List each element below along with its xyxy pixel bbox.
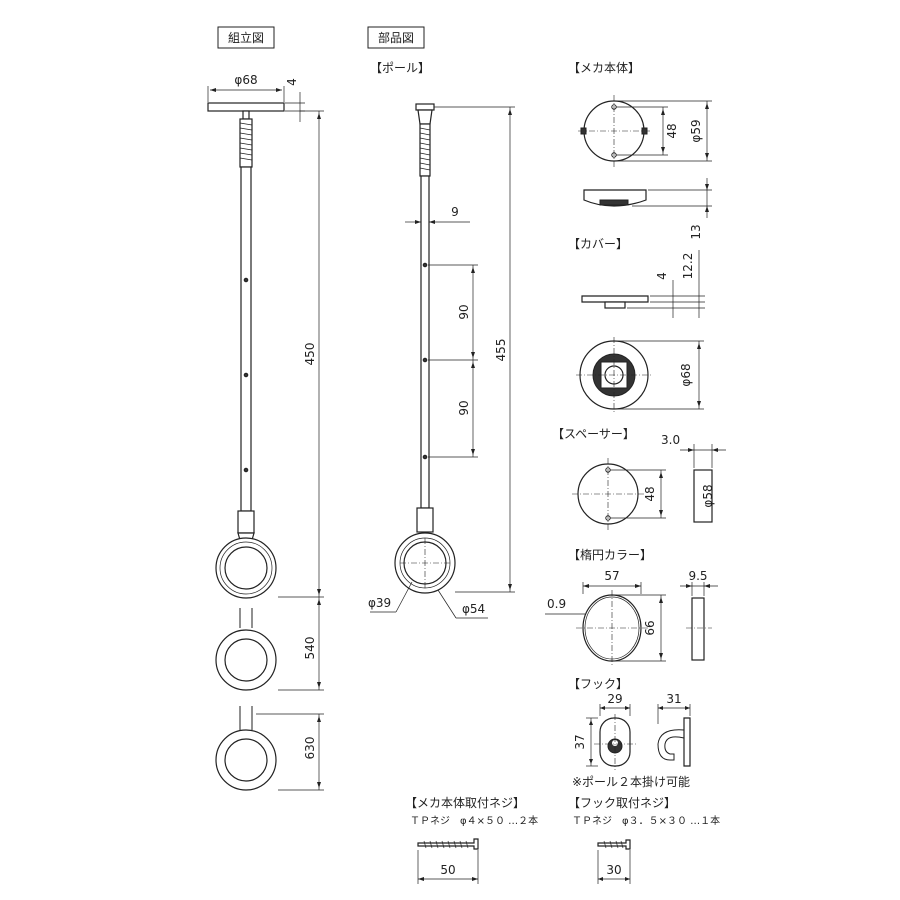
assembly-title-box: 組立図 [217, 26, 275, 49]
dim-hook-depth: 31 [666, 692, 681, 706]
label-hook: 【フック】 [568, 677, 628, 691]
dim-collar-depth: 9.5 [688, 569, 707, 583]
mecha-body-part: 【メカ本体】 48 φ59 13 [568, 61, 712, 240]
dim-mecha-pitch: 48 [665, 123, 679, 138]
spacer-side [693, 469, 713, 523]
hook-screw [597, 839, 631, 850]
label-mecha-body: 【メカ本体】 [568, 61, 640, 75]
spacer-part: 【スペーサー】 48 3.0 φ58 [552, 427, 726, 530]
label-oval-collar: 【楕円カラー】 [568, 548, 652, 562]
hook-screw-spec: ＴＰネジ φ３．５×３０ …１本 [572, 814, 720, 827]
dim-hook-height: 37 [573, 734, 587, 749]
dim-pole-len: 455 [494, 339, 508, 362]
dim-cover-dia: φ68 [679, 363, 693, 386]
dim-base-thk: 4 [285, 78, 299, 86]
mecha-screw-part: 【メカ本体取付ネジ】 ＴＰネジ φ４×５０ …２本 50 [405, 796, 538, 884]
mecha-screw-spec: ＴＰネジ φ４×５０ …２本 [410, 814, 538, 827]
dim-ring-outer: φ54 [462, 602, 485, 616]
dim-spacer-pitch: 48 [643, 486, 657, 501]
dim-ring-inner: φ39 [368, 596, 391, 610]
label-pole: 【ポール】 [370, 61, 430, 75]
label-spacer: 【スペーサー】 [552, 427, 635, 441]
assembly-drawing: φ68 4 450 [207, 73, 324, 791]
hook-note: ※ポール２本掛け可能 [572, 774, 690, 789]
dim-base-dia: φ68 [234, 73, 257, 87]
assembly-base-plate [207, 102, 285, 112]
dim-cover-thk: 4 [655, 272, 669, 280]
dim-collar-height: 66 [643, 620, 657, 635]
hook-part: 【フック】 29 37 31 ※ポール２本掛け可能 [568, 677, 691, 789]
label-hook-screw: 【フック取付ネジ】 [568, 796, 676, 810]
hook-side [683, 717, 691, 767]
assembly-pole [240, 166, 252, 512]
dim-mecha-dia: φ59 [689, 119, 703, 142]
dim-assembly-450: 450 [303, 343, 317, 366]
hook-screw-part: 【フック取付ネジ】 ＴＰネジ φ３．５×３０ …１本 30 [568, 796, 720, 884]
mecha-screw [417, 838, 479, 850]
oval-collar-side [691, 597, 705, 661]
dim-assembly-540: 540 [303, 637, 317, 660]
dim-spacer-dia: φ58 [701, 484, 715, 507]
label-cover: 【カバー】 [568, 237, 628, 251]
dim-pole-pitch-1: 90 [457, 304, 471, 319]
parts-title: 部品図 [378, 30, 414, 45]
cover-part: 【カバー】 4 12.2 φ68 [568, 237, 705, 413]
pole-part: 【ポール】 9 90 90 [368, 61, 515, 619]
dim-collar-edge: 0.9 [547, 597, 566, 611]
dim-hook-width: 29 [607, 692, 622, 706]
dim-hook-screw-len: 30 [606, 863, 621, 877]
dim-collar-width: 57 [604, 569, 619, 583]
dim-mecha-height: 13 [689, 224, 703, 239]
dim-mecha-screw-len: 50 [440, 863, 455, 877]
label-mecha-screw: 【メカ本体取付ネジ】 [405, 796, 525, 810]
dim-spacer-thk: 3.0 [661, 433, 680, 447]
oval-collar-part: 【楕円カラー】 57 0.9 66 9.5 [545, 548, 718, 666]
cover-side [581, 295, 649, 303]
dim-assembly-630: 630 [303, 737, 317, 760]
dim-pole-pitch-2: 90 [457, 400, 471, 415]
assembly-title: 組立図 [228, 30, 264, 45]
dim-cover-height: 12.2 [681, 253, 695, 280]
parts-title-box: 部品図 [367, 26, 425, 49]
dim-pole-dia: 9 [451, 205, 459, 219]
